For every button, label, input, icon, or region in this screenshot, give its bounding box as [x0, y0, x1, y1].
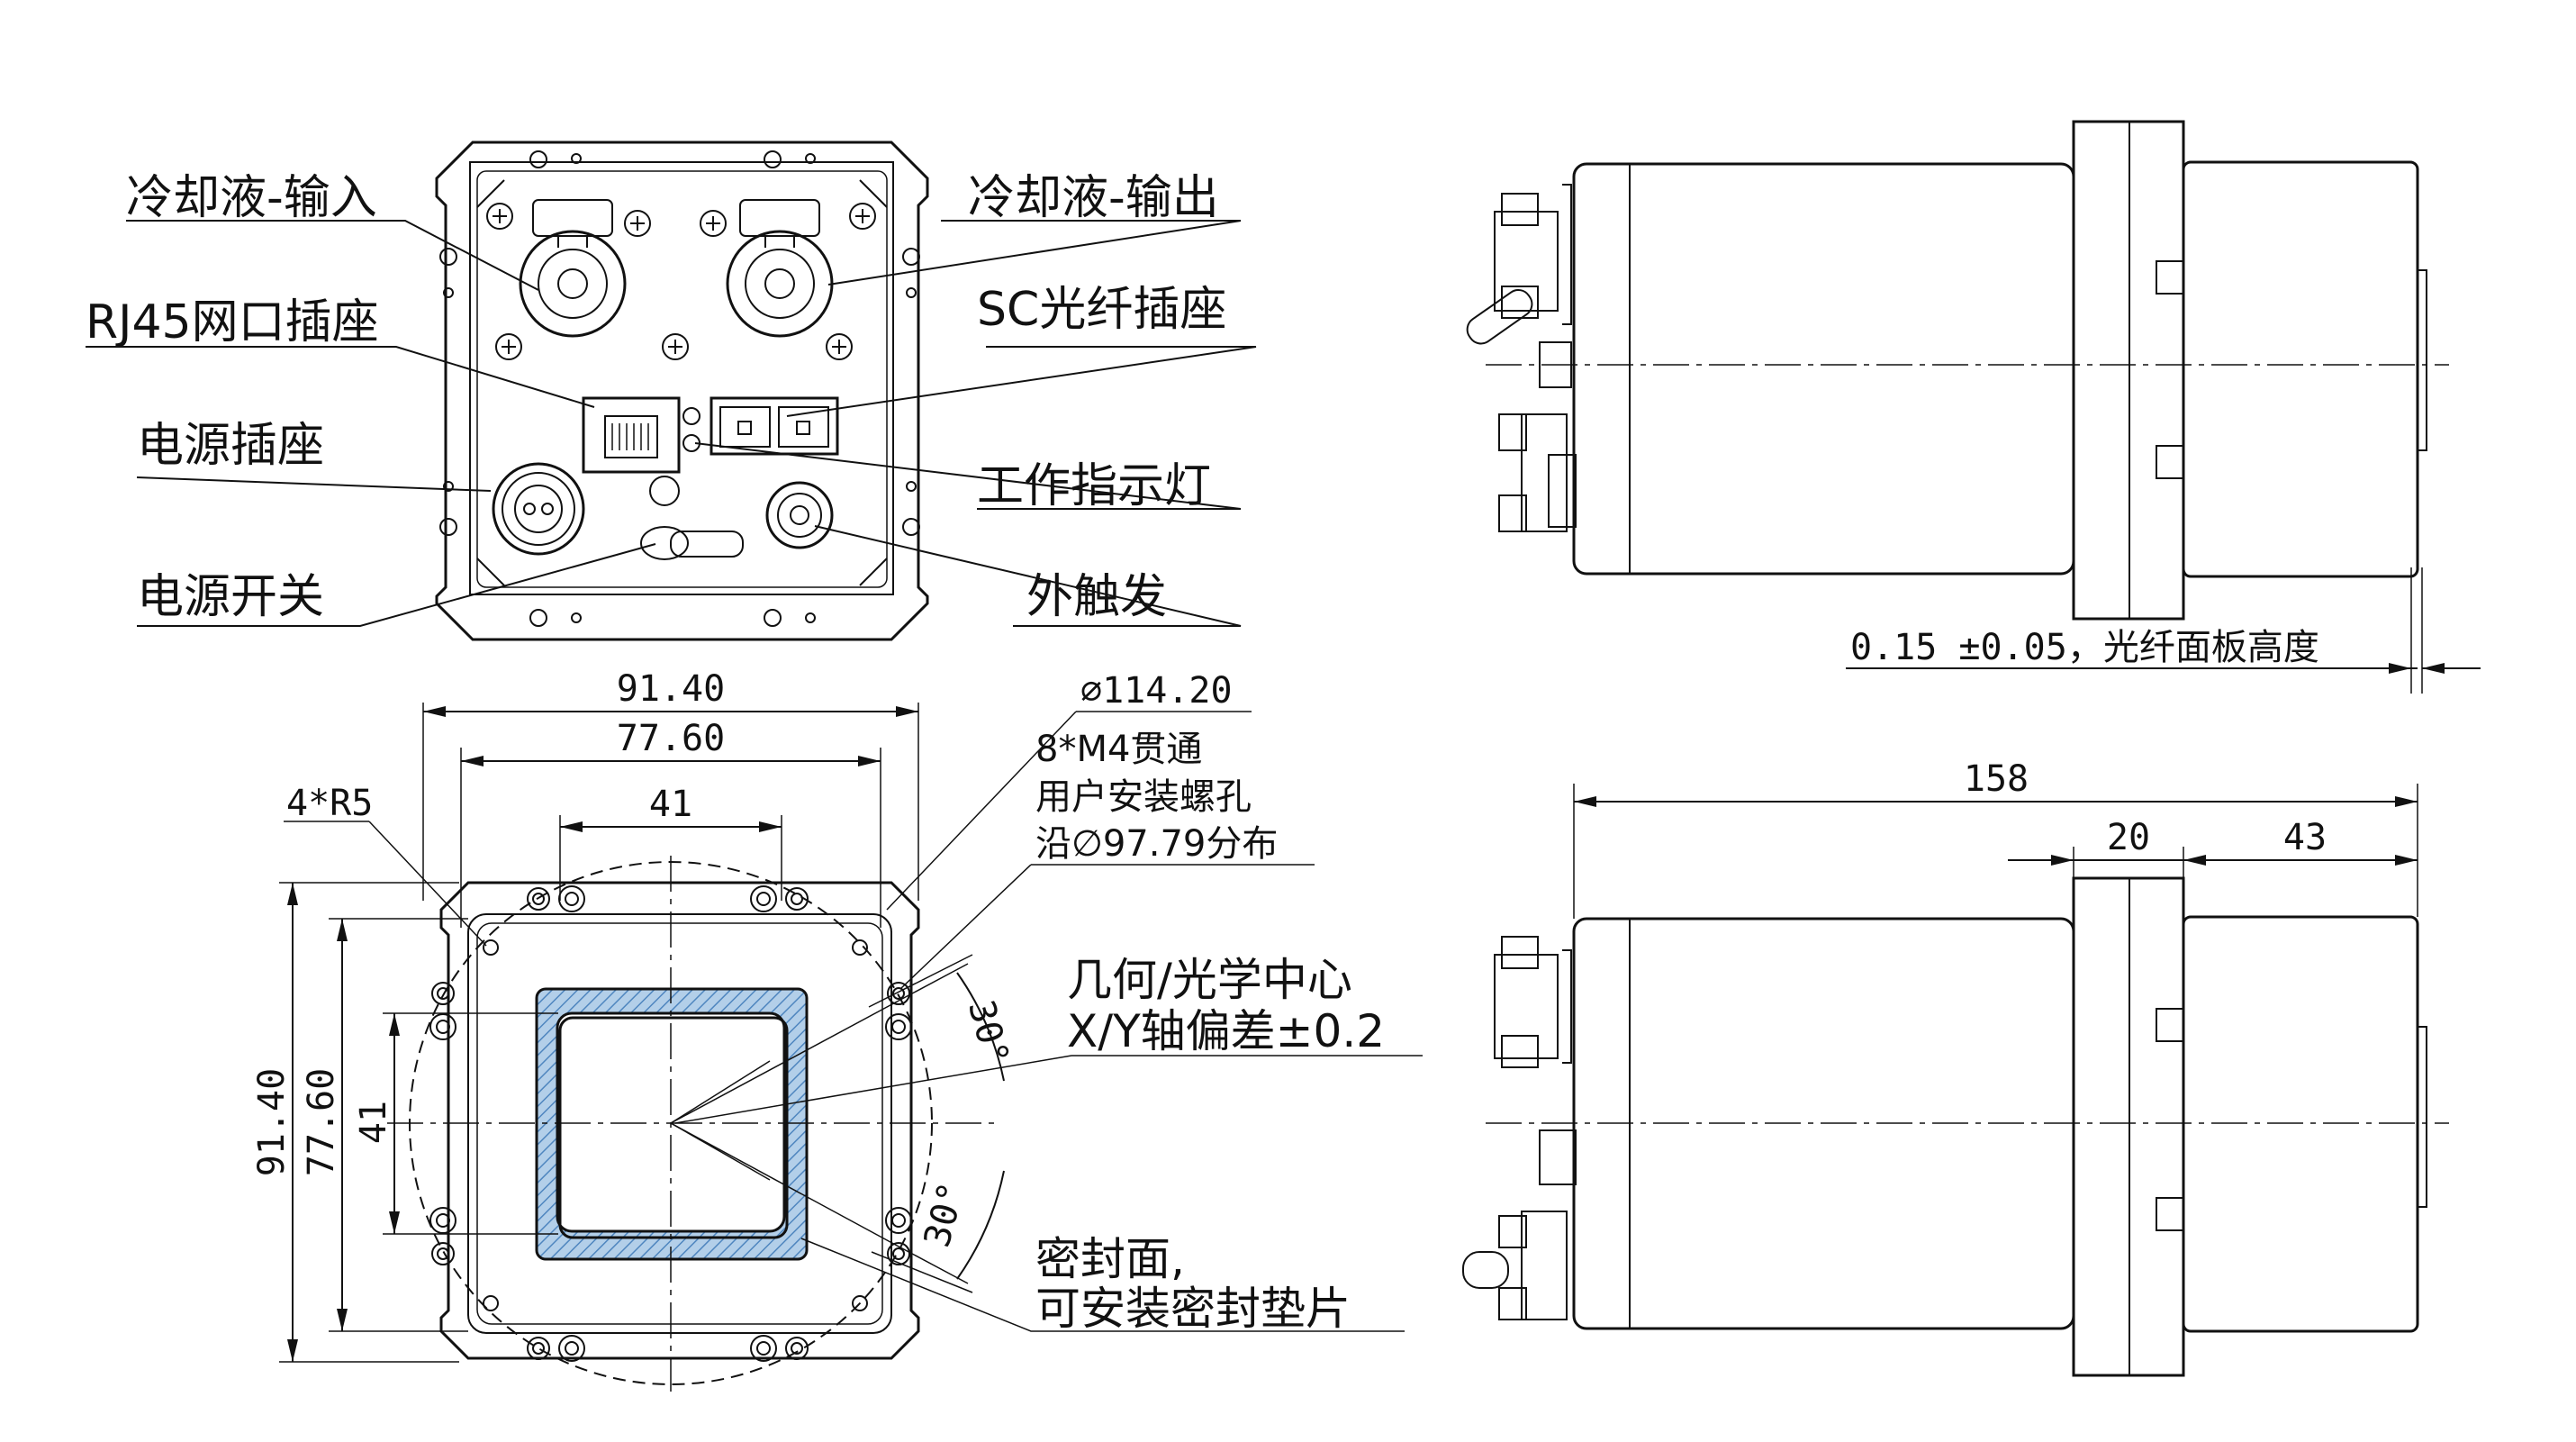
- front-flange-view: [387, 856, 1005, 1392]
- indicator-led-1: [682, 407, 700, 425]
- m4-mount-holes: [429, 885, 912, 1362]
- flange-dimensions: [279, 703, 1423, 1363]
- side-view-top: [1466, 120, 2481, 694]
- dim-diameter: ∅114.20: [1080, 670, 1233, 712]
- sc-fiber-socket: [710, 396, 839, 456]
- coolant-outlet: [726, 199, 834, 338]
- label-seal-1: 密封面,: [1035, 1233, 1185, 1285]
- dim-width-inner: 77.60: [617, 718, 725, 759]
- power-switch: [640, 476, 744, 560]
- label-rj45: RJ45网口插座: [86, 295, 379, 349]
- dim-radius: 4*R5: [286, 783, 373, 824]
- dim-width-outer: 91.40: [617, 668, 725, 710]
- label-center-2: X/Y轴偏差±0.2: [1067, 1005, 1385, 1057]
- dim-angle-bottom: 30°: [917, 1178, 973, 1252]
- label-power-socket: 电源插座: [137, 419, 324, 473]
- dim-width-41: 41: [649, 784, 692, 825]
- label-fiber-panel-height: 0.15 ±0.05，光纤面板高度: [1850, 627, 2319, 668]
- side-view-bottom: [1462, 784, 2449, 1377]
- label-coolant-out: 冷却液-输出: [968, 171, 1219, 225]
- coolant-inlet: [519, 199, 627, 338]
- label-seal-2: 可安装密封垫片: [1035, 1283, 1351, 1335]
- label-sc-fiber: SC光纤插座: [977, 283, 1226, 337]
- dim-length-20: 20: [2107, 817, 2150, 858]
- label-mount-holes-1: 8*M4贯通: [1035, 729, 1202, 770]
- flange-holes: [439, 150, 920, 627]
- external-trigger: [765, 481, 834, 549]
- label-coolant-in: 冷却液-输入: [126, 171, 377, 225]
- label-power-switch: 电源开关: [137, 570, 324, 624]
- power-socket: [492, 462, 585, 556]
- dim-height-inner: 77.60: [301, 1068, 342, 1176]
- rj45-socket: [582, 396, 681, 474]
- rear-panel-view: [86, 141, 1257, 641]
- label-mount-holes-3: 沿∅97.79分布: [1035, 823, 1278, 865]
- callout-leaders: [86, 220, 1257, 627]
- dim-length-158: 158: [1964, 758, 2029, 800]
- label-center-1: 几何/光学中心: [1067, 954, 1352, 1006]
- label-mount-holes-2: 用户安装螺孔: [1035, 776, 1252, 818]
- dim-length-43: 43: [2283, 817, 2327, 858]
- label-ext-trigger: 外触发: [1026, 570, 1167, 624]
- dim-height-41: 41: [353, 1101, 394, 1144]
- label-indicator: 工作指示灯: [977, 459, 1211, 513]
- panel-screws: [486, 203, 876, 360]
- dim-height-outer: 91.40: [251, 1068, 293, 1176]
- dim-angle-top: 30°: [960, 996, 1017, 1070]
